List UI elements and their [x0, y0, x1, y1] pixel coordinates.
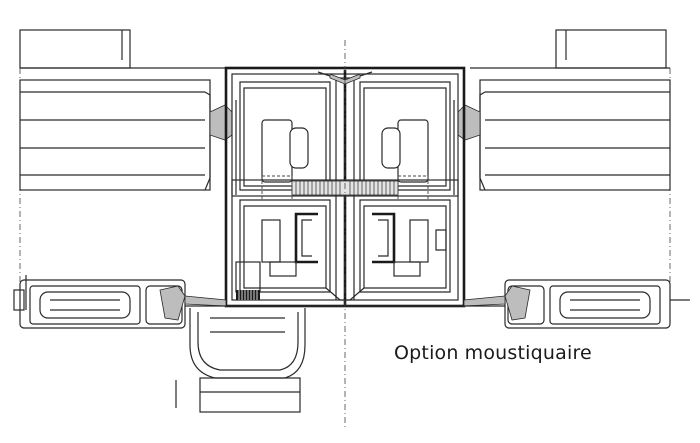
insect-screen-profile	[175, 308, 306, 413]
right-sash	[457, 29, 671, 300]
brush-seal	[235, 261, 261, 300]
caption-word-1: Option	[394, 342, 459, 364]
bottom-right-profile	[463, 279, 690, 329]
bottom-left-profile	[13, 279, 227, 329]
caption-word-2: moustiquaire	[464, 342, 592, 364]
left-sash	[19, 29, 233, 310]
